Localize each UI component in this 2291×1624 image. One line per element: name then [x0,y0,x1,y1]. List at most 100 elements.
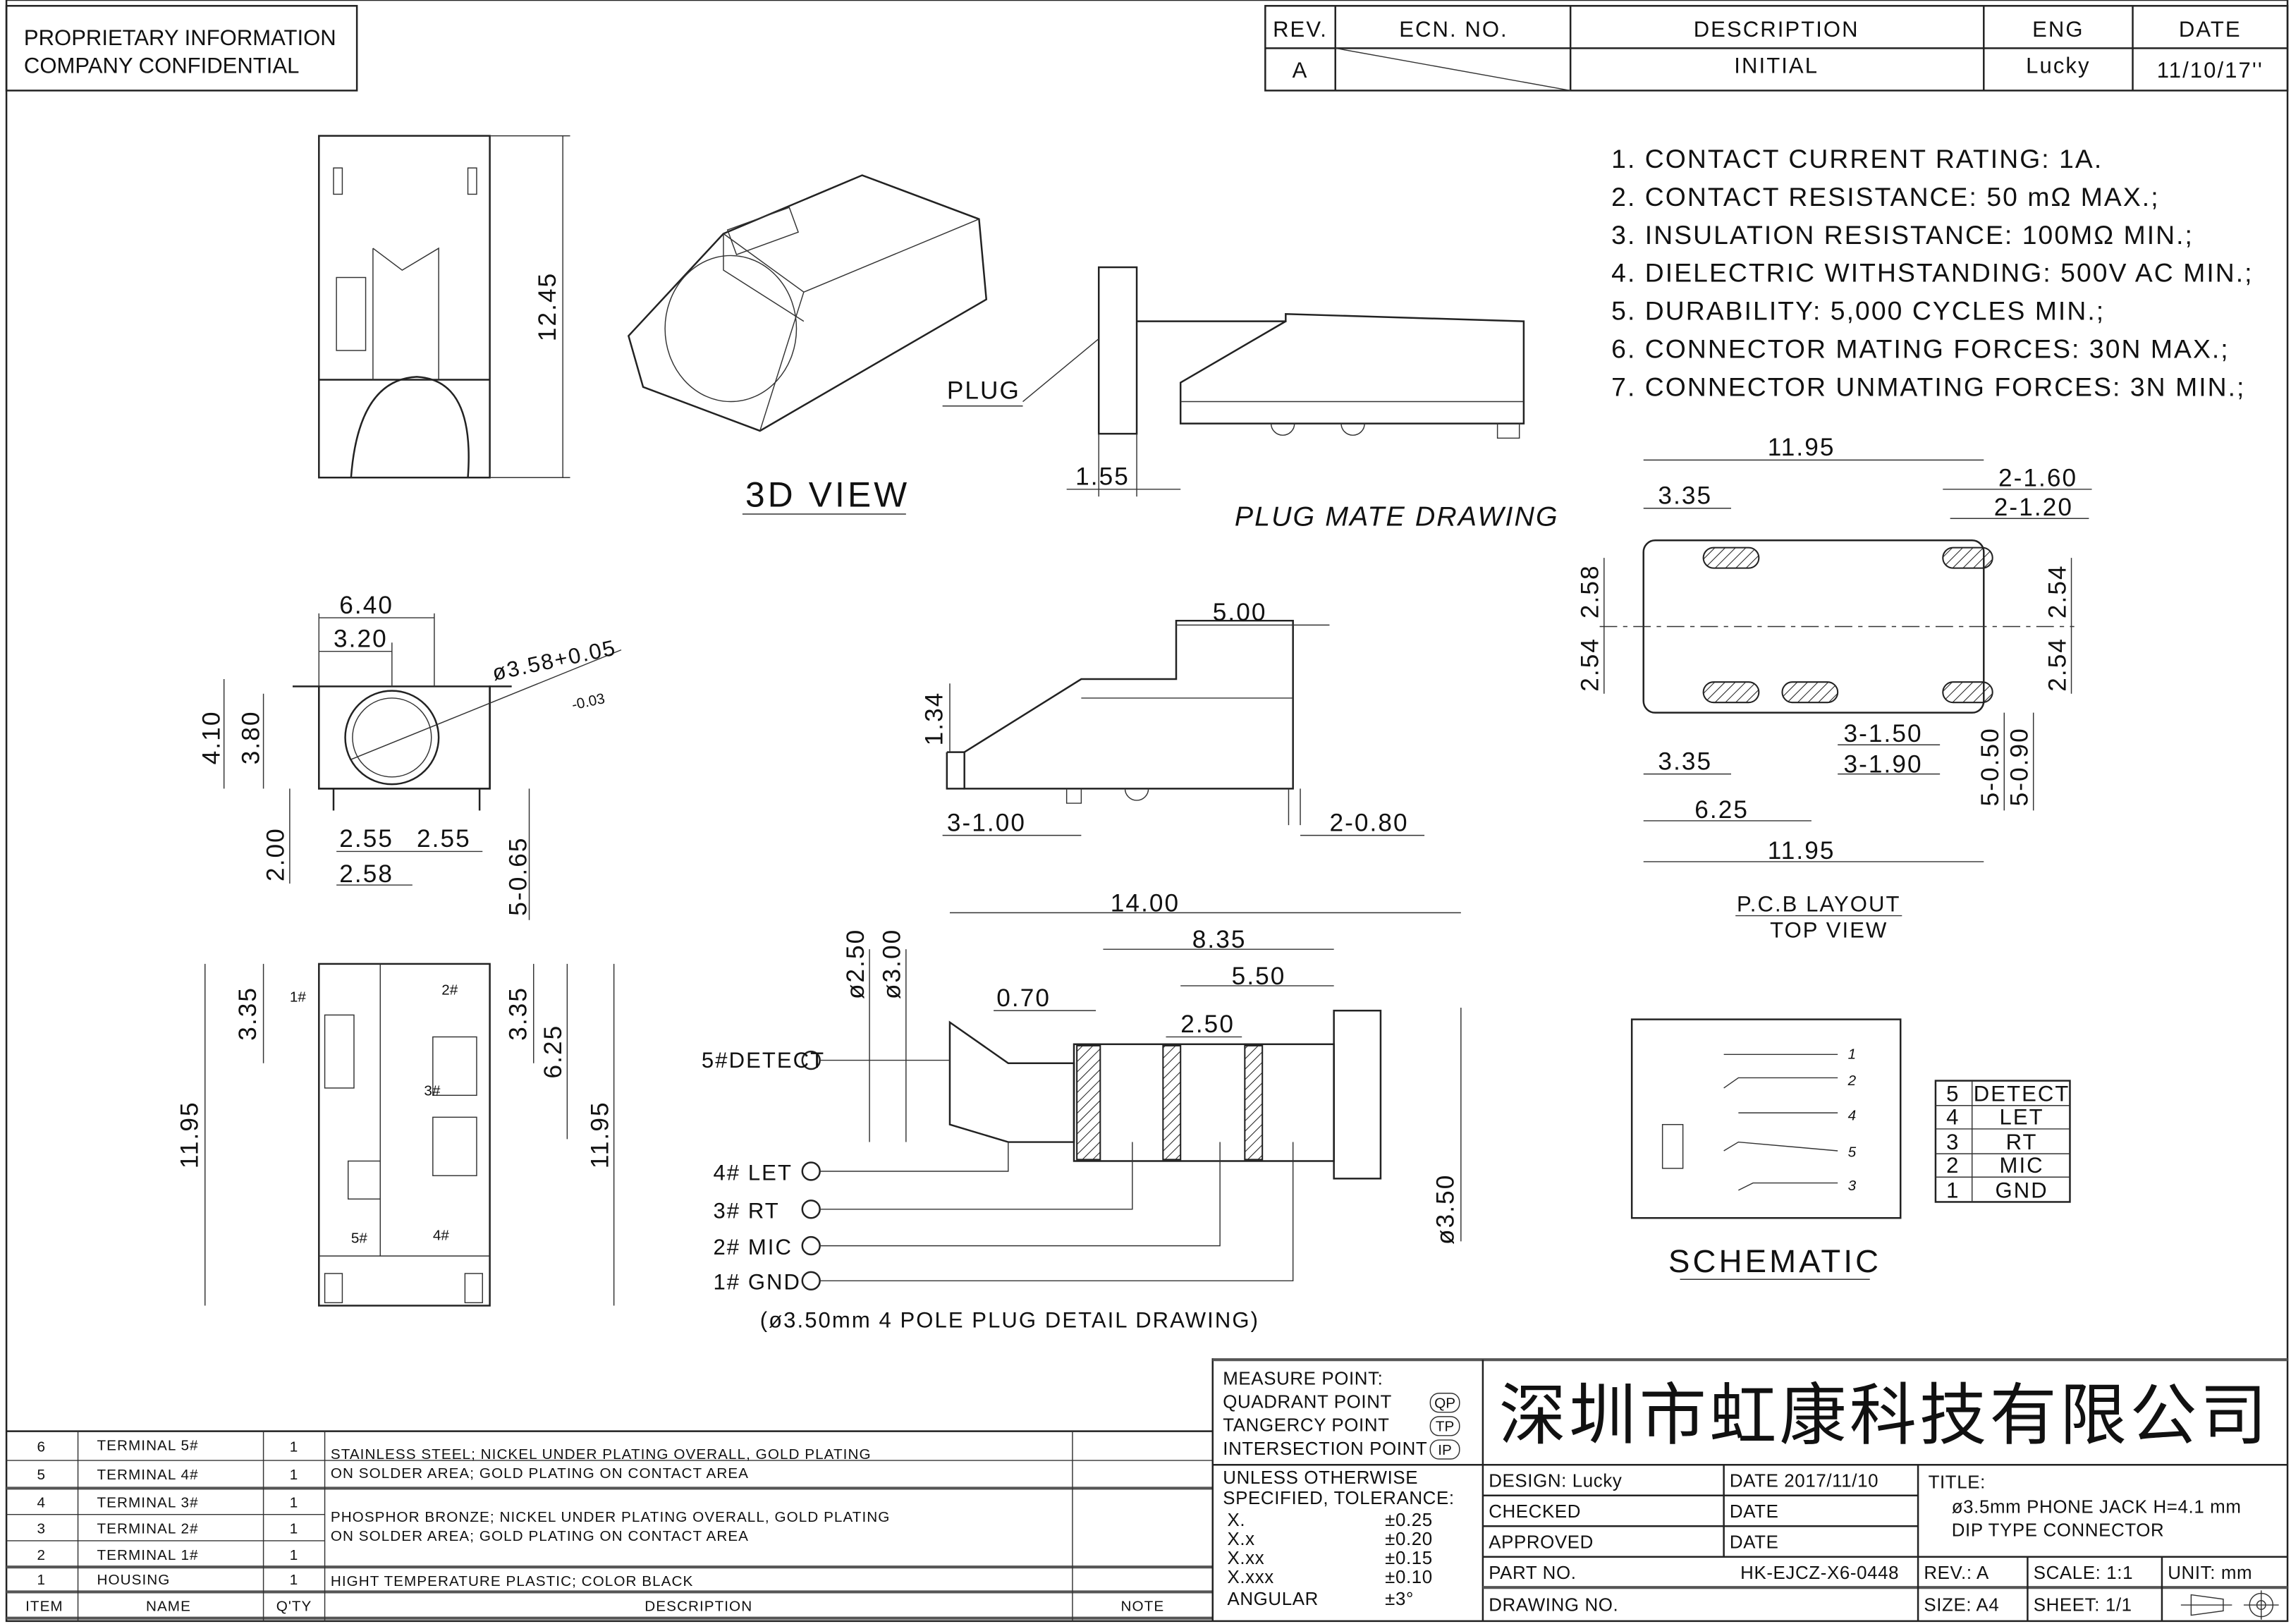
dim-body-height: 3.80 [237,710,264,764]
dim-length-right: 11.95 [586,1101,613,1168]
front-view: 6.40 3.20 ø3.58+0.05 -0.03 4.10 3.80 2.0… [197,592,622,920]
unit-field: UNIT: mm [2168,1563,2252,1583]
dim-ring-width: 2.50 [1180,1011,1235,1038]
pin-label-mic: 2# MIC [713,1235,793,1259]
third-angle-projection-icon [2180,1590,2279,1620]
title-block: MEASURE POINT: QUADRANT POINT TANGERCY P… [1212,1358,2288,1621]
dim-pin-width: 5-0.65 [504,837,532,916]
pin-label-gnd: 1# GND [713,1270,801,1295]
pin-number: 3 [1946,1130,1960,1154]
tolerance-heading: SPECIFIED, TOLERANCE: [1223,1489,1454,1508]
dim-mid-offset: 6.25 [1694,796,1749,824]
dim-step: 1.34 [921,692,948,746]
dim-tip-diameter: ø2.50 [842,929,869,999]
plug-detail-drawing: 14.00 8.35 5.50 0.70 2.50 ø2.50 ø3.00 ø3… [702,889,1462,1333]
dim-row-offset: 3.35 [1658,747,1712,775]
terminal-4-label: 4# [433,1227,450,1243]
bom-item: 1 [37,1572,47,1588]
part-no-value: HK-EJCZ-X6-0448 [1740,1563,1899,1583]
bom-qty: 1 [290,1572,299,1588]
product-subtitle: DIP TYPE CONNECTOR [1952,1521,2165,1541]
rev-value: A [1293,58,1309,83]
pin-number: 4 [1946,1105,1960,1130]
terminal-3-label: 3# [424,1082,441,1099]
measure-tangency: TANGERCY POINT [1223,1416,1389,1436]
top-view-label: TOP VIEW [1770,918,1888,943]
revision-table: REV. ECN. NO. DESCRIPTION ENG DATE A INI… [1264,5,2289,92]
pin-name: GND [1996,1178,2048,1202]
spec-item: 5. DURABILITY: 5,000 CYCLES MIN.; [1611,296,2105,326]
bom-qty: 1 [290,1439,299,1455]
3d-view-label: 3D VIEW [745,475,910,515]
tol-value: ±0.10 [1385,1568,1433,1587]
pin-label-let: 4# LET [713,1160,793,1185]
pin-number: 1 [1946,1178,1960,1202]
bom-qty: 1 [290,1494,299,1510]
part-no-label: PART NO. [1489,1563,1576,1583]
pin-name: RT [2006,1130,2038,1154]
bom-item: 2 [37,1547,47,1563]
dim-pin-spacing: 6.25 [539,1025,567,1079]
dim-pcb-width-bottom: 11.95 [1768,837,1835,865]
pin-name: LET [2000,1105,2044,1130]
spec-item: 7. CONNECTOR UNMATING FORCES: 3N MIN.; [1611,372,2245,401]
bom-description: PHOSPHOR BRONZE; NICKEL UNDER PLATING OV… [331,1509,891,1525]
dim-pin-b: 2-0.80 [1329,809,1408,836]
bom-name: TERMINAL 5# [97,1438,198,1454]
spec-item: 1. CONTACT CURRENT RATING: 1A. [1611,144,2103,173]
eng-header: ENG [2032,17,2084,42]
tol-value: ±0.25 [1385,1510,1433,1530]
dim-hole-a: 3-1.50 [1843,720,1922,747]
ecn-header: ECN. NO. [1399,17,1508,42]
tol-value: ±0.20 [1385,1530,1433,1549]
dim-sleeve-diameter: ø3.50 [1431,1174,1459,1245]
approved-field: APPROVED [1489,1532,1594,1552]
dim-bore-diameter: ø3.58+0.05 [490,635,618,685]
drawing-no-label: DRAWING NO. [1489,1595,1618,1615]
dim-plug-length: 14.00 [1111,889,1180,917]
proprietary-line: PROPRIETARY INFORMATION [24,25,336,50]
dim-plug-diameter-3: ø3.00 [879,929,906,999]
schematic-pin: 3 [1848,1178,1857,1194]
dim-pcb-row-right-top: 2.54 [2043,564,2071,618]
dim-gap: 0.70 [996,984,1051,1012]
dim-width: 6.40 [339,592,393,619]
dim-height: 12.45 [534,272,561,341]
3d-view: 3D VIEW [627,174,988,515]
dim-height: 4.10 [197,710,225,764]
dim-pcb-row-left-bottom: 2.54 [1577,637,1604,692]
dim-plug-offset: 1.55 [1075,463,1130,491]
dim-pcb-width: 11.95 [1768,434,1835,461]
pcb-layout-label: P.C.B LAYOUT [1737,891,1900,916]
bom-name: TERMINAL 3# [97,1494,198,1510]
dim-left-offset: 3.35 [234,987,262,1041]
spec-item: 6. CONNECTOR MATING FORCES: 30N MAX.; [1611,334,2230,363]
pcb-layout: 11.95 3.35 2-1.60 2-1.20 2.58 2.54 2.54 … [1577,434,2092,943]
dim-pitch-right: 2.55 [417,825,471,853]
company-name: 深圳市虹康科技有限公司 [1499,1379,2270,1453]
dim-right-offset: 3.35 [504,987,532,1041]
tol-label: X.xxx [1227,1568,1273,1587]
specifications-list: 1. CONTACT CURRENT RATING: 1A. 2. CONTAC… [1611,144,2253,401]
dim-length-left: 11.95 [176,1101,203,1168]
bom-description: ON SOLDER AREA; GOLD PLATING ON CONTACT … [331,1528,749,1544]
bom-name: TERMINAL 2# [97,1521,198,1537]
bom-qty: 1 [290,1521,299,1537]
pin-number: 5 [1946,1082,1960,1106]
drawing-frame [5,0,2289,1623]
tol-label: X. [1227,1510,1245,1530]
scale-field: SCALE: 1:1 [2034,1563,2133,1583]
tp-symbol: TP [1436,1419,1454,1435]
bom-item: 3 [37,1521,47,1537]
bom-name: TERMINAL 4# [97,1467,198,1483]
spec-item: 4. DIELECTRIC WITHSTANDING: 500V AC MIN.… [1611,258,2253,288]
terminal-2-label: 2# [441,982,458,998]
pin-number: 2 [1946,1153,1960,1178]
dim-offset: 2.58 [339,860,393,888]
ip-symbol: IP [1438,1442,1452,1458]
dim-slot-b: 2-1.20 [1994,494,2073,521]
size-field: SIZE: A4 [1924,1595,1999,1615]
description-header: DESCRIPTION [1694,17,1859,42]
pin-name: DETECT [1974,1082,2070,1106]
